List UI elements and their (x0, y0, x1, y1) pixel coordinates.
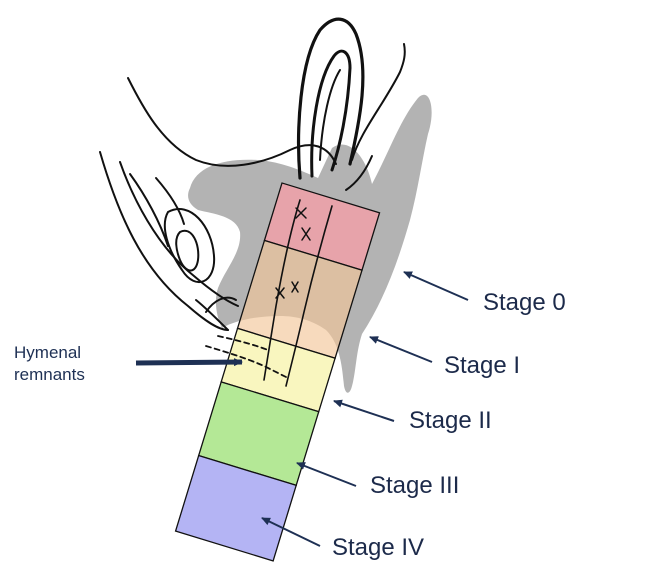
bladder-outline (127, 77, 337, 167)
cervix-stitch-3 (275, 287, 285, 299)
symphysis-outer (99, 151, 229, 331)
vulva-outline (195, 296, 237, 331)
cervix-stitch-1 (295, 207, 307, 219)
stage1-label: Stage I (444, 352, 521, 379)
stage2-arrow (333, 399, 395, 422)
uterus-outer (297, 17, 365, 180)
uterus-inner (310, 49, 352, 178)
hymenal-label-line1: Hymenal (14, 343, 82, 362)
stage4-band (174, 454, 298, 562)
posterior-wall (351, 43, 406, 161)
hymenal-arrow (135, 358, 243, 367)
stage1-arrow (369, 336, 433, 363)
stage2-label: Stage II (409, 407, 492, 434)
hymenal-dashed-line-2 (217, 335, 269, 351)
pubic-bone-inner (175, 229, 200, 272)
labium-outline (129, 173, 185, 247)
stage4-label: Stage IV (332, 534, 425, 561)
uterus-cavity (319, 69, 341, 161)
hymenal-dashed-line (205, 345, 289, 379)
bowel-outline (345, 155, 373, 191)
cervix-stitch-4 (291, 281, 299, 293)
cervix-stitch-2 (301, 227, 311, 241)
vaginal-canal-right (285, 205, 333, 387)
vaginal-canal-left (263, 199, 301, 381)
hymenal-remnants-label: Hymenal remnants (14, 342, 85, 386)
stage0-label: Stage 0 (483, 289, 566, 316)
hymenal-label-line2: remnants (14, 365, 85, 384)
pubic-bone-outer (163, 208, 216, 283)
stage4-arrow (261, 517, 321, 547)
stage3-arrow (296, 462, 357, 487)
stage3-label: Stage III (370, 472, 460, 499)
stage0-arrow (403, 271, 469, 301)
